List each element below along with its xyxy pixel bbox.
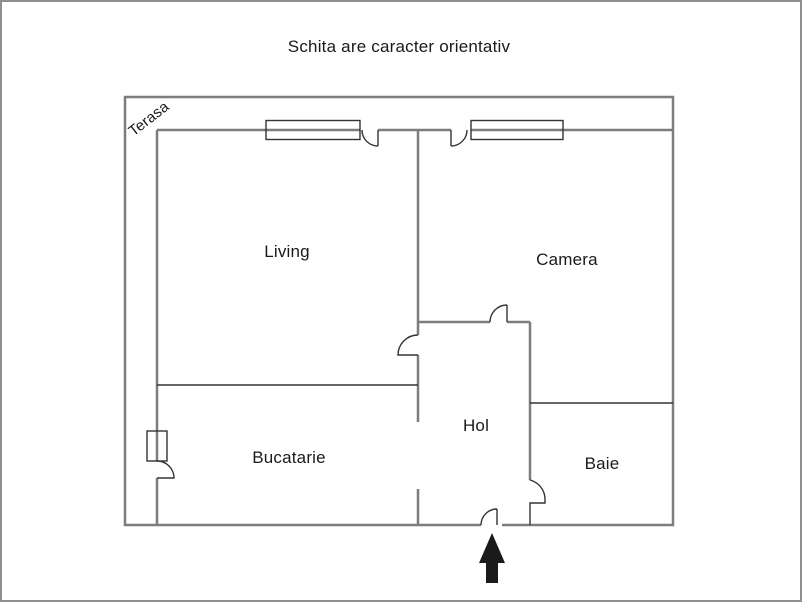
camera-window	[470, 119, 564, 141]
camera-terrace-door	[450, 129, 468, 147]
page-title: Schita are caracter orientativ	[287, 37, 511, 56]
room-dividers	[157, 384, 673, 404]
living-window	[265, 119, 361, 141]
room-label-living: Living	[264, 242, 310, 261]
doors	[156, 129, 546, 526]
room-label-hol: Hol	[462, 416, 490, 435]
main-walls	[123, 95, 675, 527]
camera-hol-door	[489, 304, 508, 323]
outer-wall	[123, 95, 675, 527]
living-terrace-door	[361, 129, 379, 147]
living-hol-door	[397, 334, 419, 356]
room-label-camera: Camera	[536, 250, 598, 269]
room-label-bucatarie: Bucatarie	[252, 448, 326, 467]
bucatarie-terrace-door	[156, 460, 175, 479]
entrance-arrow-up-icon	[479, 533, 505, 583]
hol-baie-door	[529, 479, 546, 525]
windows	[146, 119, 564, 462]
entrance-door	[480, 508, 498, 526]
room-label-baie: Baie	[584, 454, 620, 473]
